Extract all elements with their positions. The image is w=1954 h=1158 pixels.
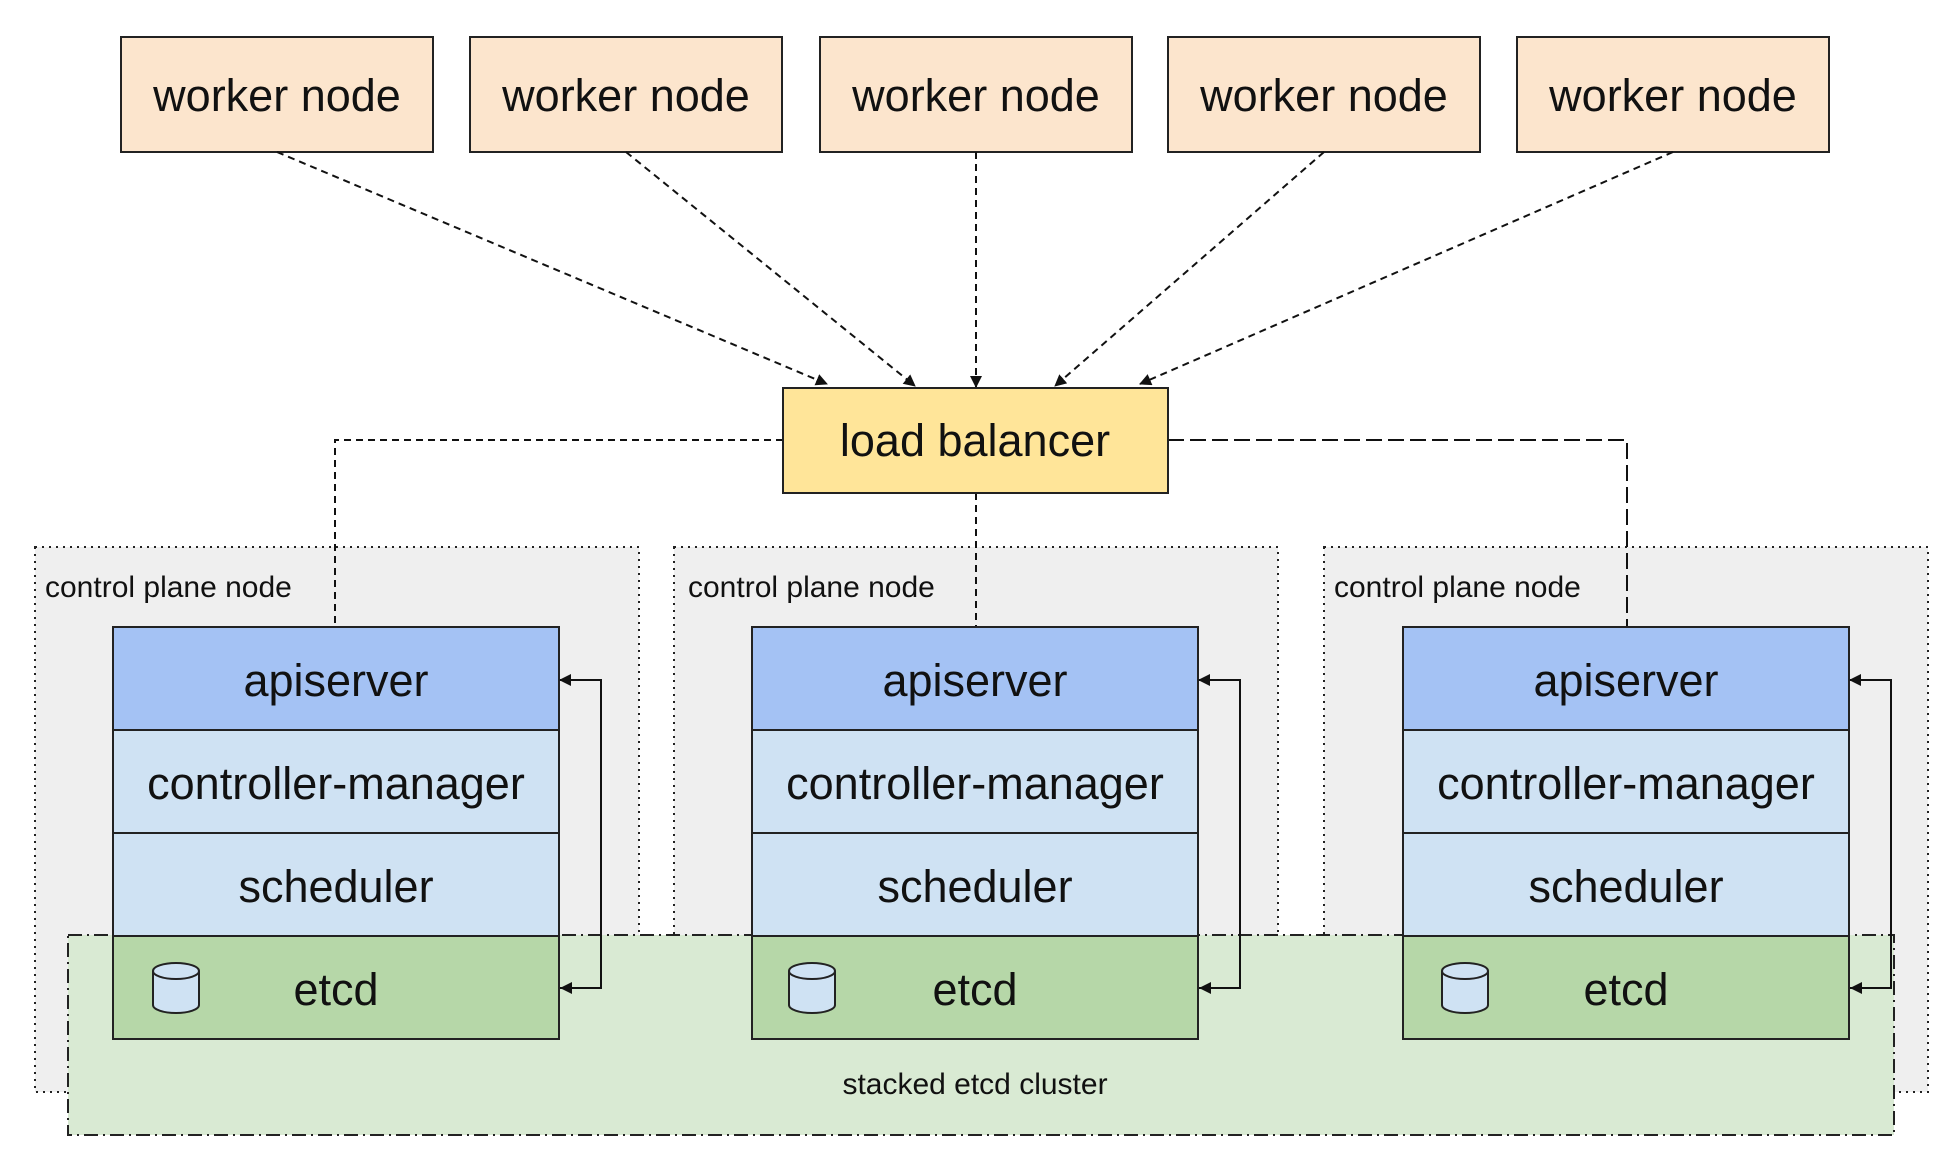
control-plane-stack-2: apiserver controller-manager scheduler e… [751,626,1241,1040]
worker-node-4-label: worker node [1199,70,1448,121]
lb-to-apiserver-1-line [334,439,783,627]
lb-to-apiserver-3-line [1168,439,1628,627]
worker-node-5-label: worker node [1548,70,1797,121]
worker-node-3-label: worker node [851,70,1100,121]
control-plane-stack-3: apiserver controller-manager scheduler e… [1402,626,1892,1040]
worker-node-1: worker node [120,36,434,153]
worker-4-to-lb-arrow [1054,151,1325,387]
control-plane-node-3-title: control plane node [1334,571,1581,604]
apiserver-box-1 [112,626,560,731]
load-balancer: load balancer [782,387,1169,494]
apiserver-label-2: apiserver [882,655,1067,706]
load-balancer-label: load balancer [840,415,1110,466]
database-icon [788,962,836,1014]
controller-manager-label-2: controller-manager [786,758,1164,809]
stacked-etcd-cluster-label: stacked etcd cluster [842,1068,1107,1101]
controller-manager-label-1: controller-manager [147,758,525,809]
worker-1-to-lb-arrow [276,151,828,386]
controller-manager-box-1 [112,729,560,834]
scheduler-label-1: scheduler [238,861,433,912]
scheduler-label-3: scheduler [1528,861,1723,912]
scheduler-box-1 [112,832,560,937]
etcd-label-3: etcd [1583,964,1668,1015]
worker-node-2-label: worker node [501,70,750,121]
worker-node-2: worker node [469,36,783,153]
database-icon [152,962,200,1014]
control-plane-stack-1: apiserver controller-manager scheduler e… [112,626,602,1040]
control-plane-node-1-title: control plane node [45,571,292,604]
worker-node-1-label: worker node [152,70,401,121]
controller-manager-box-2 [751,729,1199,834]
apiserver-label-3: apiserver [1533,655,1718,706]
control-plane-node-2-title: control plane node [688,571,935,604]
worker-node-3: worker node [819,36,1133,153]
scheduler-box-3 [1402,832,1850,937]
etcd-label-2: etcd [932,964,1017,1015]
worker-2-to-lb-arrow [625,151,916,387]
database-icon [1441,962,1489,1014]
etcd-label-1: etcd [293,964,378,1015]
apiserver-label-1: apiserver [243,655,428,706]
controller-manager-label-3: controller-manager [1437,758,1815,809]
worker-node-5: worker node [1516,36,1830,153]
scheduler-label-2: scheduler [877,861,1072,912]
worker-5-to-lb-arrow [1139,151,1674,386]
worker-node-4: worker node [1167,36,1481,153]
